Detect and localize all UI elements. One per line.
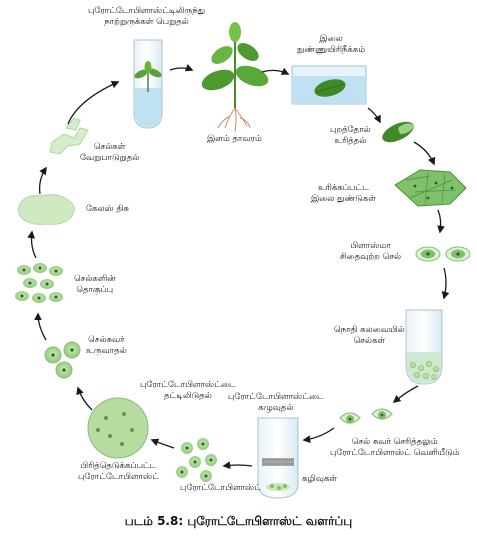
label-leaf-sterilize: இலை நுண்ணுயிரிநீக்கம் (297, 34, 366, 55)
label-enzyme-cells: நொதி கலவையில் செல்கள் (334, 325, 405, 346)
washing-tube (257, 417, 299, 499)
label-plating: புரோட்டோபிளாஸ்ட்டை தட்டிலிடுதல் (140, 380, 236, 401)
callus-tissue-icon (17, 194, 75, 225)
label-sieve: கழிவுகள் (302, 474, 338, 484)
isolated-protoplasts-icon (176, 438, 217, 482)
label-peeled-leaf: உரிக்கப்பட்ட இலை துண்டுகள் (311, 183, 376, 204)
label-regeneration: புரோட்டோபிளாஸ்ட்டிலிருந்து நாற்றுருக்கள்… (88, 6, 206, 27)
differentiation-icon (49, 117, 89, 155)
wall-formation-icon (44, 341, 81, 379)
label-young-plant: இளம் தாவரம் (207, 134, 262, 144)
label-plasmolysed: பிளாஸ்மா சிதைவுற்ற செல் (340, 241, 402, 262)
label-wash: புரோட்டோபிளாஸ்ட்டை கழுவுதல் (228, 392, 324, 413)
label-callus: கேலஸ் திசு (86, 204, 129, 214)
label-peel-epidermis: புறத்தோல் உரித்தல் (330, 125, 371, 146)
label-wall-digest: செல் சுவர் செரித்தலும் புரோட்டோபிளாஸ்ட் … (330, 437, 460, 458)
regeneration-tube (133, 39, 163, 129)
plating-dish-icon (87, 397, 149, 459)
flow-arrows (27, 64, 450, 469)
label-protoplast: புரோட்டோபிளாஸ்ட் (180, 483, 261, 493)
young-plant-icon (201, 22, 269, 133)
peeled-leaf-icon (382, 121, 414, 143)
leaf-pieces-icon (394, 169, 467, 207)
plasmolysed-cells-icon (415, 246, 471, 262)
label-cell-division: செல்களின் தொகுப்பு (74, 274, 116, 295)
label-isolated: பிரித்தெடுக்கப்பட்ட புரோட்டோபிளாஸ்ட் (78, 461, 159, 482)
cell-cluster-icon (15, 263, 63, 303)
wall-digestion-icon (339, 408, 393, 424)
label-differentiation: செல்கள் வேறுபாடுறுதல் (80, 142, 140, 163)
figure-caption: படம் 5.8: புரோட்டோபிளாஸ்ட் வளர்ப்பு (124, 514, 353, 528)
enzyme-tube (405, 309, 443, 385)
leaf-sterilization-dish (291, 65, 367, 105)
label-wall-formation: செல்சுவர் உருவாதல் (86, 335, 127, 356)
